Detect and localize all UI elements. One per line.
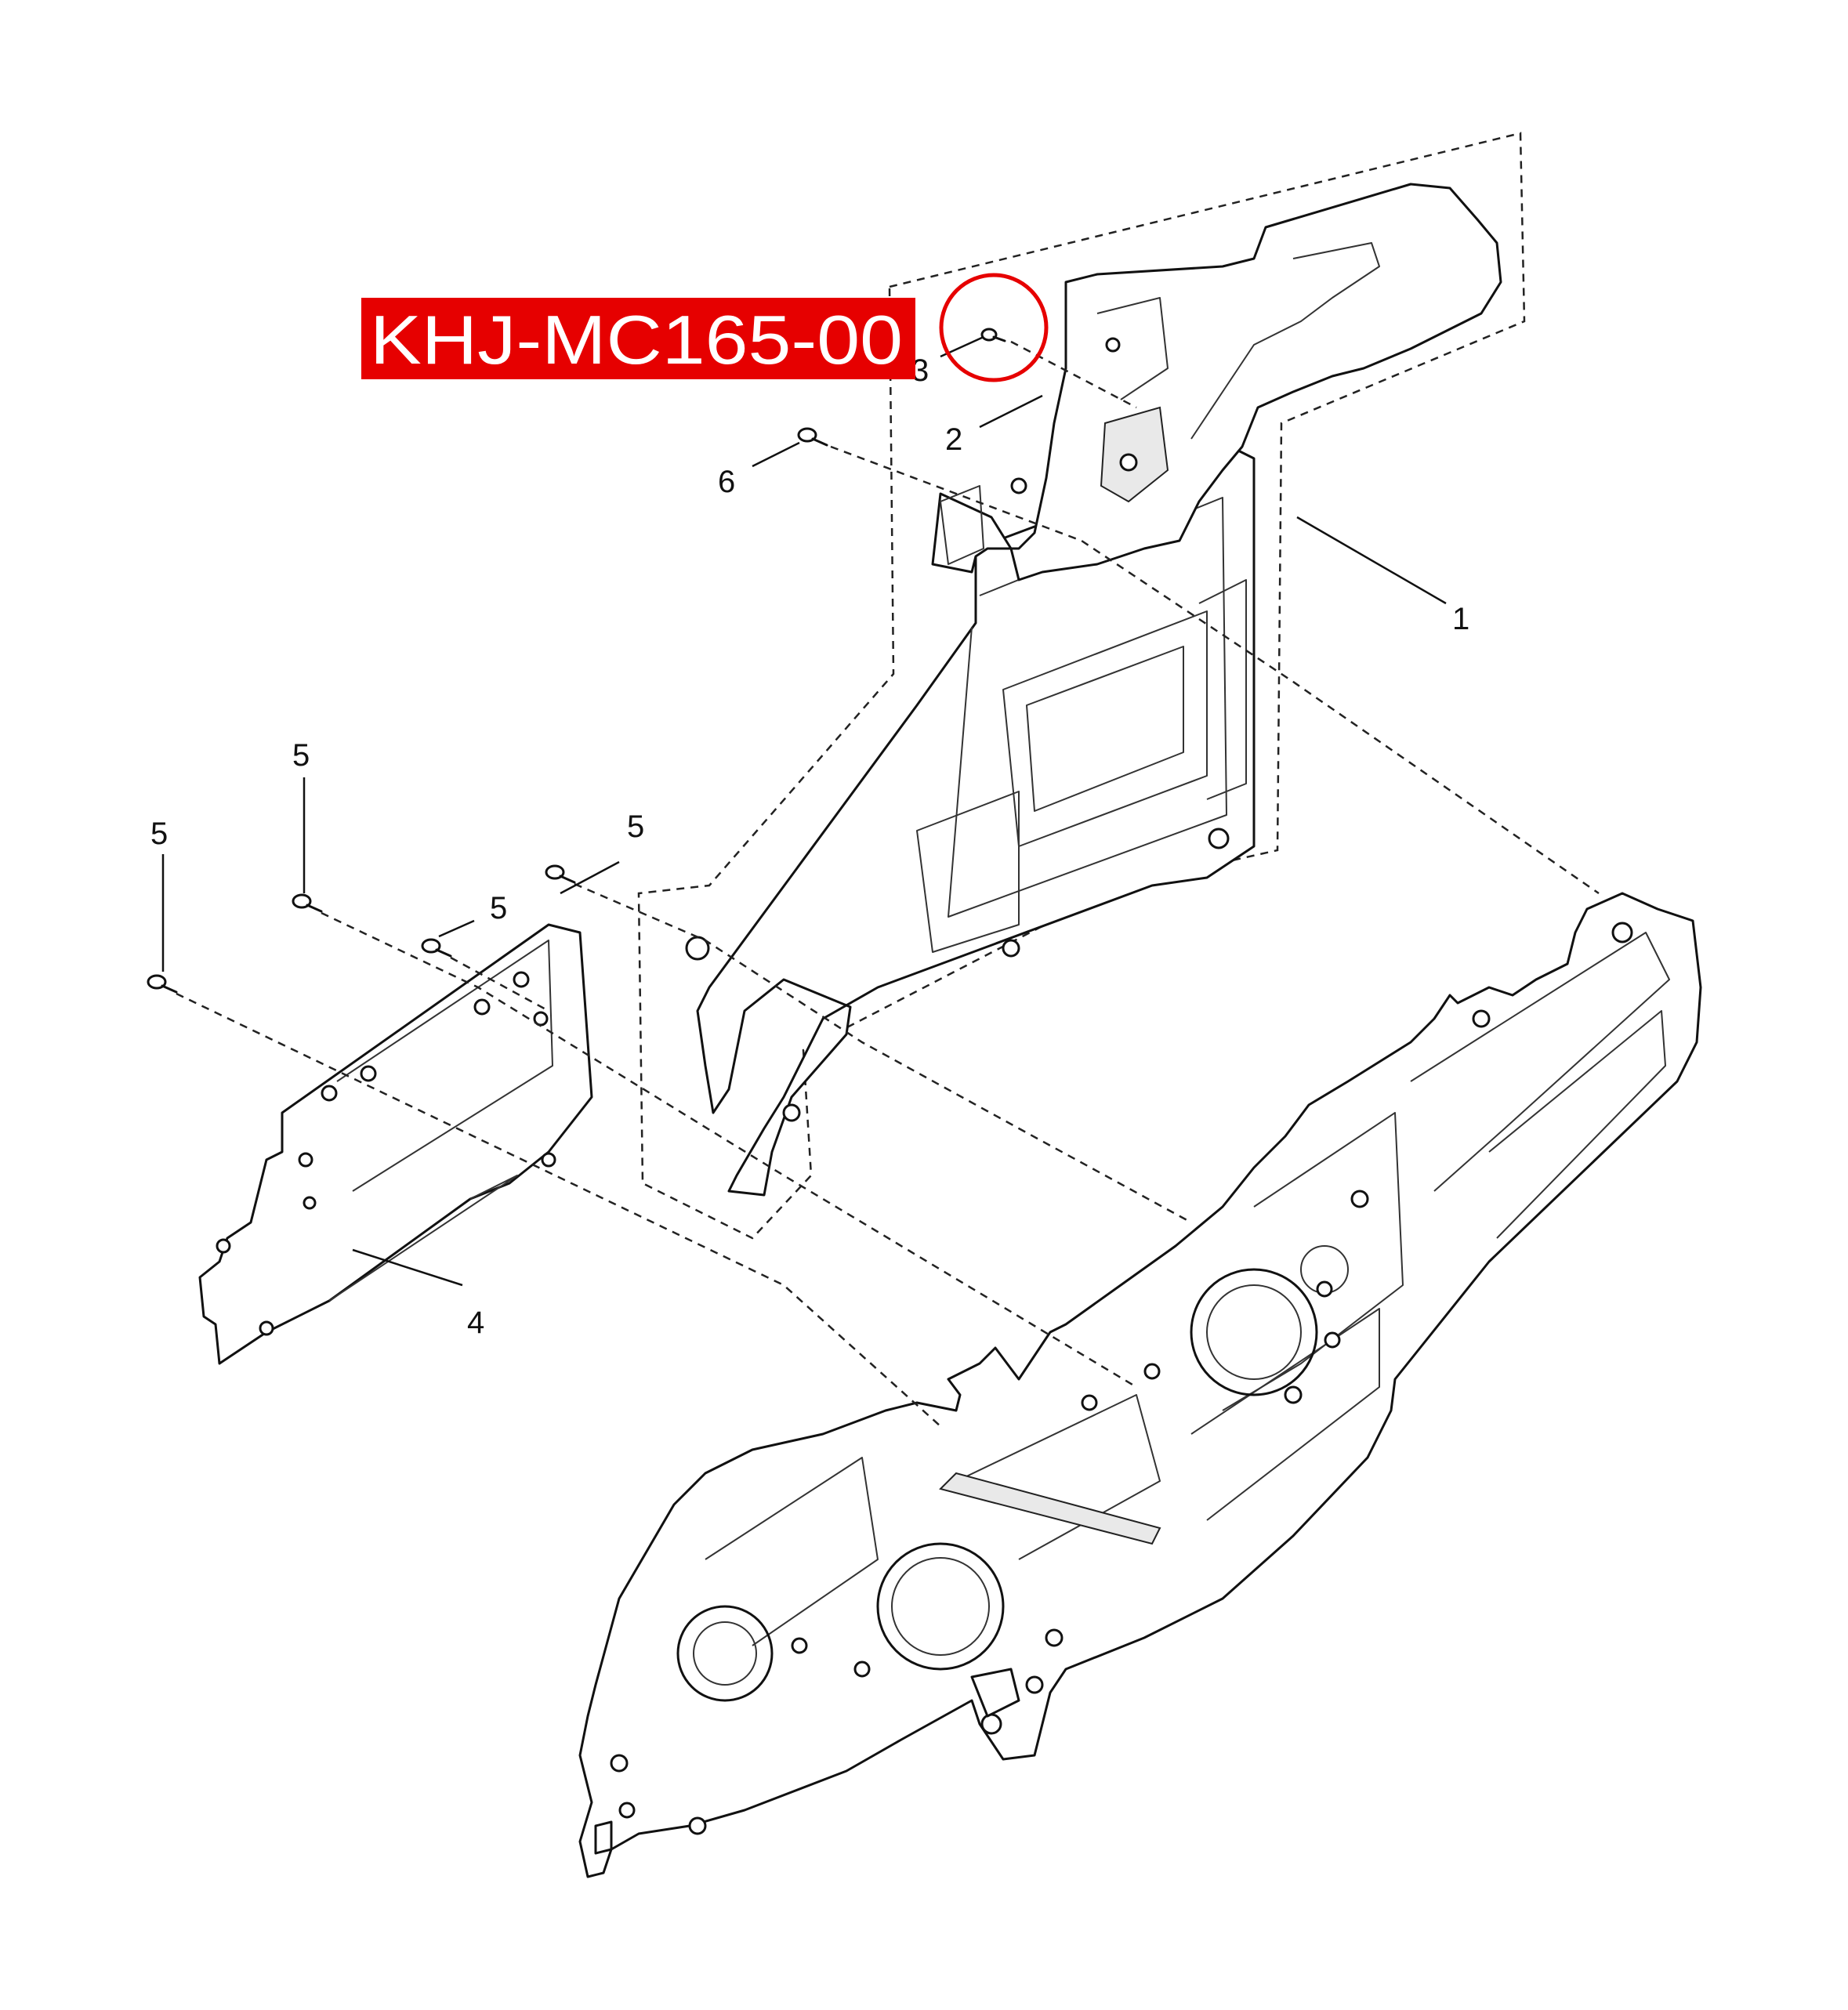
- highlight-circle: [939, 273, 1049, 382]
- callout-5-b: 5: [292, 738, 310, 773]
- part-code-background: [361, 298, 915, 379]
- part-code-text: KHJ-MC165-00: [370, 301, 903, 378]
- leader-lines: [161, 335, 1447, 1287]
- screw-5-b: [292, 893, 323, 913]
- callout-labels: 1 2 3 6 4 5 5 5 5: [150, 353, 1469, 1340]
- callout-3: 3: [911, 353, 929, 388]
- part-2-handle-bracket: [931, 183, 1502, 581]
- callout-5-c: 5: [490, 891, 507, 925]
- part-1-side-frame: [685, 449, 1256, 1197]
- callout-4: 4: [467, 1306, 484, 1340]
- assembly-boundary-dashed: [637, 132, 1526, 1240]
- screw-5-c: [421, 938, 452, 958]
- callout-2: 2: [945, 422, 962, 457]
- assembly-lines: [176, 340, 1600, 1427]
- lower-base-frame: [578, 892, 1702, 1878]
- pin-3: [980, 328, 1006, 342]
- part-code-label: KHJ-MC165-00: [361, 298, 915, 379]
- callout-6: 6: [718, 465, 735, 499]
- screw-6: [797, 427, 828, 447]
- callout-5-d: 5: [627, 809, 644, 844]
- part-4-cover-plate: [198, 923, 593, 1365]
- callout-5-a: 5: [150, 817, 168, 851]
- callout-1: 1: [1452, 602, 1469, 636]
- screw-5-a: [147, 974, 178, 994]
- screw-5-d: [545, 864, 576, 884]
- screws: [147, 328, 1006, 994]
